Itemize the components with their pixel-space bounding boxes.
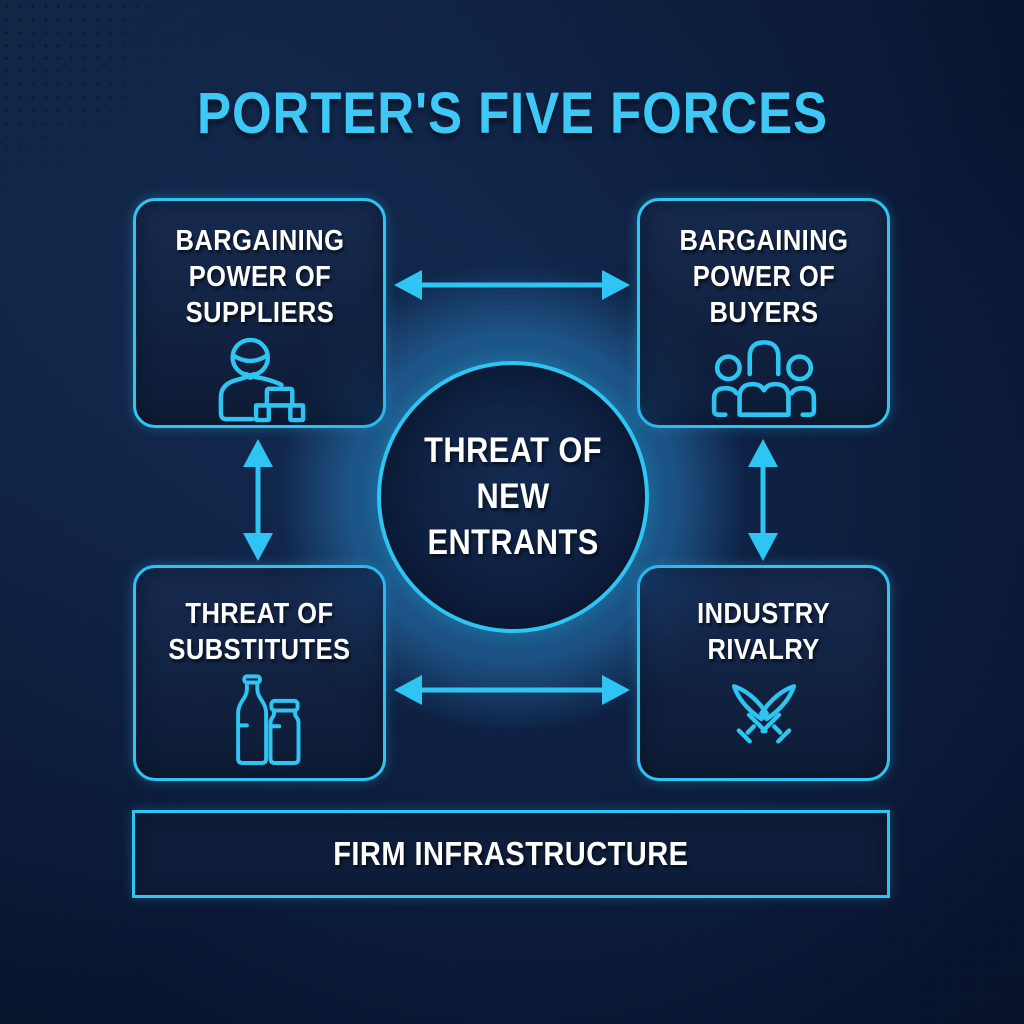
box-label-line: BARGAINING xyxy=(679,225,848,257)
box-label-line: POWER OF xyxy=(188,261,331,293)
page-title: PORTER'S FIVE FORCES xyxy=(0,80,1024,147)
box-bargaining-power-of-buyers: BARGAINING POWER OF BUYERS xyxy=(637,198,890,428)
suppliers-substitutes-arrow xyxy=(240,437,276,563)
box-industry-rivalry: INDUSTRY RIVALRY xyxy=(637,565,890,781)
box-label: INDUSTRY RIVALRY xyxy=(697,596,830,668)
buyers-group-icon xyxy=(711,340,816,417)
circle-label: THREAT OF NEW ENTRANTS xyxy=(424,428,602,566)
circle-label-line: THREAT OF xyxy=(424,431,602,470)
page-title-text: PORTER'S FIVE FORCES xyxy=(196,81,828,146)
box-label: BARGAINING POWER OF SUPPLIERS xyxy=(175,223,344,331)
circle-threat-of-new-entrants: THREAT OF NEW ENTRANTS xyxy=(377,361,649,633)
supplier-person-icon xyxy=(218,337,305,423)
box-label-line: BUYERS xyxy=(708,297,818,329)
firm-infrastructure-bar: FIRM INFRASTRUCTURE xyxy=(132,810,890,898)
box-label-line: BARGAINING xyxy=(175,225,344,257)
firm-infrastructure-label: FIRM INFRASTRUCTURE xyxy=(333,835,689,872)
box-label-line: INDUSTRY xyxy=(696,598,831,630)
substitute-bottles-icon xyxy=(235,674,300,765)
circle-label-line: NEW xyxy=(476,477,550,516)
box-label-line: SUPPLIERS xyxy=(185,297,334,329)
box-label-line: POWER OF xyxy=(692,261,835,293)
box-bargaining-power-of-suppliers: BARGAINING POWER OF SUPPLIERS xyxy=(133,198,386,428)
crossed-swords-icon xyxy=(731,684,796,744)
suppliers-buyers-arrow xyxy=(392,267,632,303)
box-label-line: THREAT OF xyxy=(185,598,334,630)
substitutes-rivalry-arrow xyxy=(392,672,632,708)
box-label: BARGAINING POWER OF BUYERS xyxy=(679,223,848,331)
box-label: THREAT OF SUBSTITUTES xyxy=(168,596,350,668)
box-label-line: SUBSTITUTES xyxy=(168,634,351,666)
box-label-line: RIVALRY xyxy=(707,634,820,666)
buyers-rivalry-arrow xyxy=(745,437,781,563)
circle-label-line: ENTRANTS xyxy=(427,523,599,562)
box-threat-of-substitutes: THREAT OF SUBSTITUTES xyxy=(133,565,386,781)
